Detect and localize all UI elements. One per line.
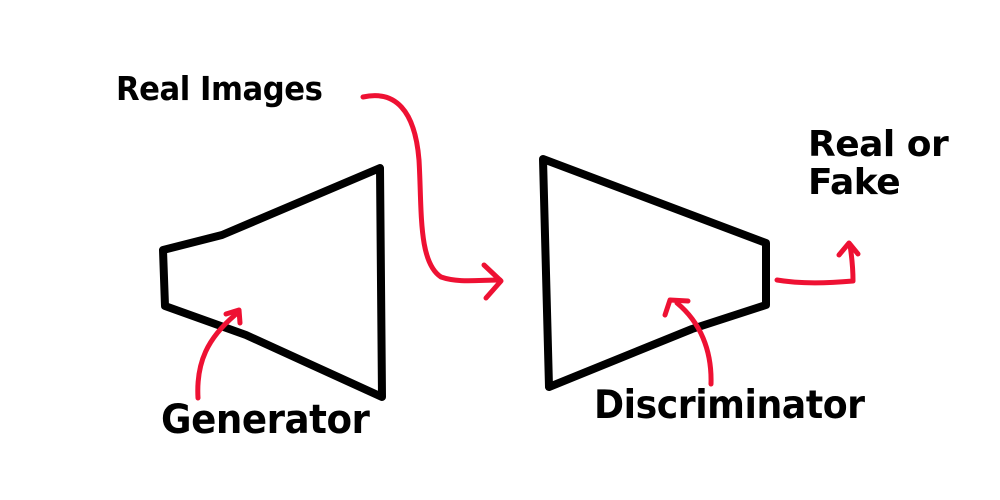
output-arrow [774,242,856,286]
generator-pointer-arrow [195,312,238,401]
discriminator-trapezoid [539,155,770,391]
discriminator-pointer-arrowhead [662,297,691,318]
real-images-arrowhead [481,262,504,301]
real-images-arrow [360,93,503,284]
output-arrowhead [836,240,861,258]
discriminator-label: Discriminator [594,383,865,428]
real-or-fake-line-2: Fake [808,162,901,203]
generator-trapezoid [159,164,386,401]
generator-label: Generator [161,397,370,443]
real-or-fake-line-1: Real or [808,124,949,165]
discriminator-pointer-arrow [674,300,714,387]
generator-pointer-arrowhead [223,307,243,326]
real-or-fake-label: Real or Fake [808,127,988,203]
real-images-label: Real Images [116,69,323,108]
